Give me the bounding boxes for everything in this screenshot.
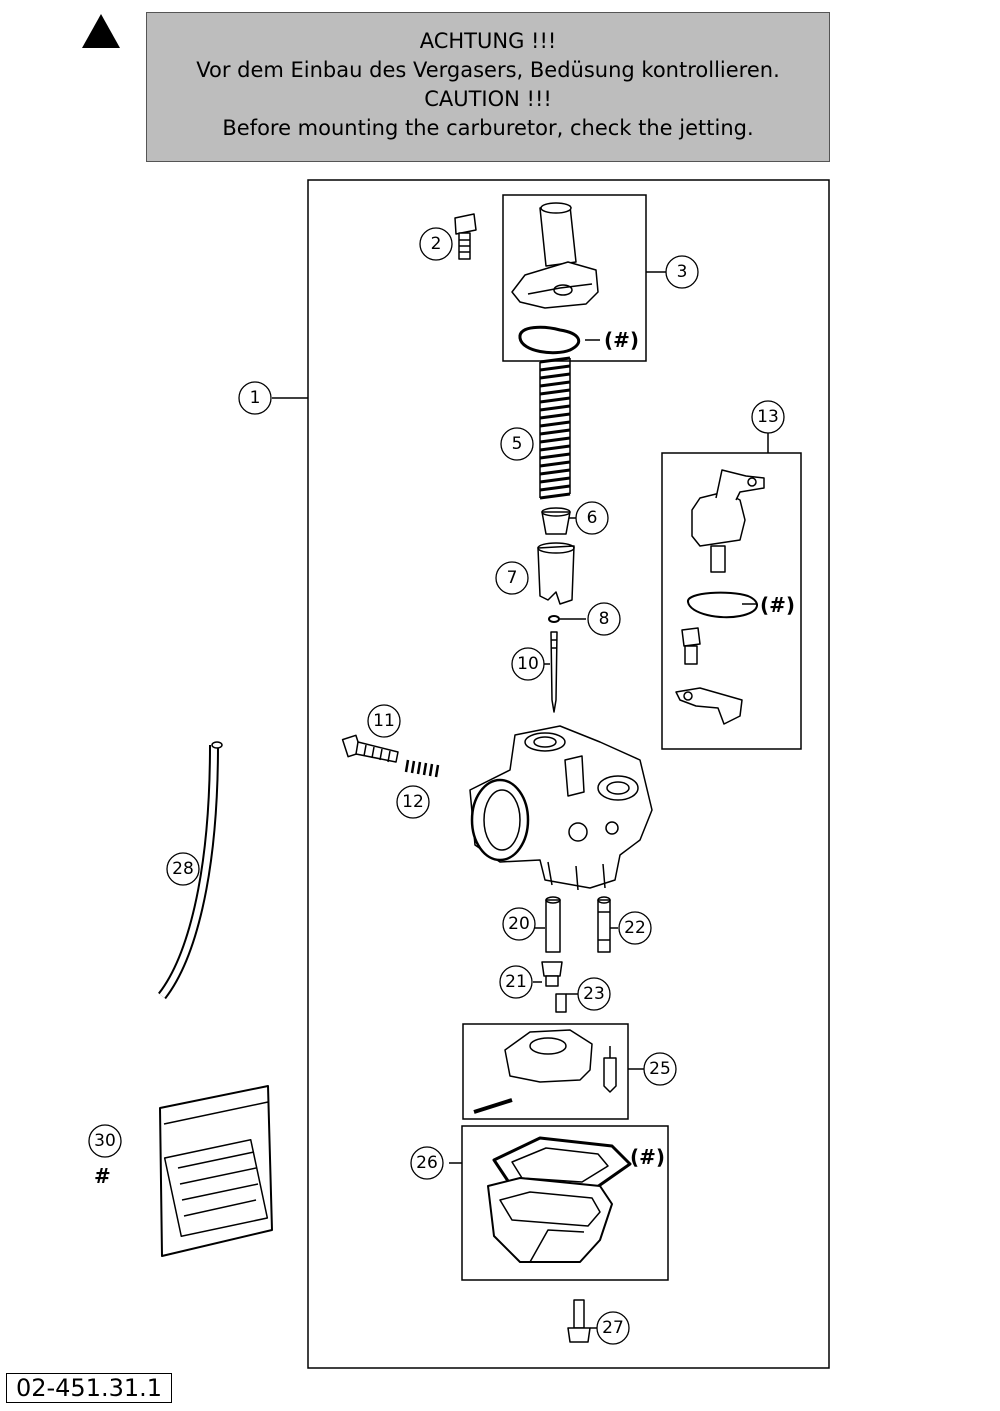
part-23-idle-jet (555, 993, 567, 1013)
callout-circle-26 (410, 1146, 444, 1180)
part-7-throttle-slide (537, 542, 575, 605)
part-20-jet-holder (545, 896, 561, 953)
callout-circle-23 (577, 977, 611, 1011)
callout-circle-30 (88, 1124, 122, 1158)
part-8-clip (548, 615, 560, 623)
caution-line-1: ACHTUNG !!! (419, 29, 557, 53)
callout-25: 25 (649, 1059, 671, 1079)
callout-circle-25 (643, 1052, 677, 1086)
box-item-13 (661, 452, 802, 750)
part-28-fuel-hose (158, 741, 223, 1000)
callout-28: 28 (172, 859, 194, 879)
callout-7: 7 (507, 568, 518, 588)
callout-20: 20 (508, 914, 530, 934)
caution-line-2: Vor dem Einbau des Vergasers, Bedüsung k… (196, 58, 780, 82)
caution-line-3: CAUTION !!! (424, 87, 552, 111)
box-item-26 (461, 1125, 669, 1281)
part-2-screw (454, 213, 477, 260)
callout-2: 2 (431, 234, 442, 254)
part-3-top-cover (511, 202, 599, 355)
callout-circle-6 (575, 501, 609, 535)
callout-circle-2 (419, 227, 453, 261)
part-11-idle-screw (341, 734, 399, 763)
callout-circle-10 (511, 647, 545, 681)
part-12-small-spring (404, 759, 440, 778)
callout-circle-28 (166, 852, 200, 886)
caution-notice: ACHTUNG !!! Vor dem Einbau des Vergasers… (146, 12, 830, 162)
caution-line-4: Before mounting the carburetor, check th… (222, 116, 754, 140)
box-item-3 (502, 194, 647, 362)
hash-label-item-26: (#) (630, 1145, 665, 1169)
callout-13: 13 (757, 407, 779, 427)
callout-1: 1 (250, 388, 261, 408)
callout-11: 11 (373, 711, 395, 731)
part-5-spring (539, 356, 571, 500)
callout-circle-20 (502, 907, 536, 941)
part-25-float (473, 1029, 617, 1114)
part-10-needle (550, 631, 558, 713)
callout-circle-7 (495, 561, 529, 595)
callout-21: 21 (505, 972, 527, 992)
callout-23: 23 (583, 984, 605, 1004)
callout-5: 5 (512, 434, 523, 454)
main-assembly-frame (307, 179, 830, 1369)
carburetor-body (469, 725, 653, 891)
callout-circle-27 (596, 1311, 630, 1345)
part-27-drain-screw (567, 1299, 591, 1343)
part-26-float-bowl (487, 1136, 632, 1263)
part-22-jet (597, 896, 611, 953)
callout-3: 3 (677, 262, 688, 282)
part-21-main-jet (541, 961, 563, 987)
callout-circle-22 (618, 911, 652, 945)
callout-22: 22 (624, 918, 646, 938)
box-item-25 (462, 1023, 629, 1120)
callout-circle-12 (396, 785, 430, 819)
callout-circle-1 (238, 381, 272, 415)
callout-circle-13 (751, 400, 785, 434)
diagram-code: 02-451.31.1 (6, 1373, 172, 1403)
hash-label-item-30: # (94, 1164, 111, 1188)
hash-label-item-13: (#) (760, 593, 795, 617)
callouts (88, 227, 785, 1345)
part-6-spring-seat (541, 507, 571, 535)
callout-27: 27 (602, 1318, 624, 1338)
callout-circle-3 (665, 255, 699, 289)
callout-30: 30 (94, 1131, 116, 1151)
callout-26: 26 (416, 1153, 438, 1173)
callout-10: 10 (517, 654, 539, 674)
callout-circle-11 (367, 704, 401, 738)
callout-circle-21 (499, 965, 533, 999)
hash-label-item-3: (#) (604, 328, 639, 352)
warning-triangle-icon (82, 14, 120, 48)
callout-6: 6 (587, 508, 598, 528)
part-13-choke (675, 469, 765, 725)
callout-circle-5 (500, 427, 534, 461)
callout-8: 8 (599, 609, 610, 629)
callout-12: 12 (402, 792, 424, 812)
callout-circle-8 (587, 602, 621, 636)
part-30-jet-kit-bag (159, 1085, 273, 1257)
